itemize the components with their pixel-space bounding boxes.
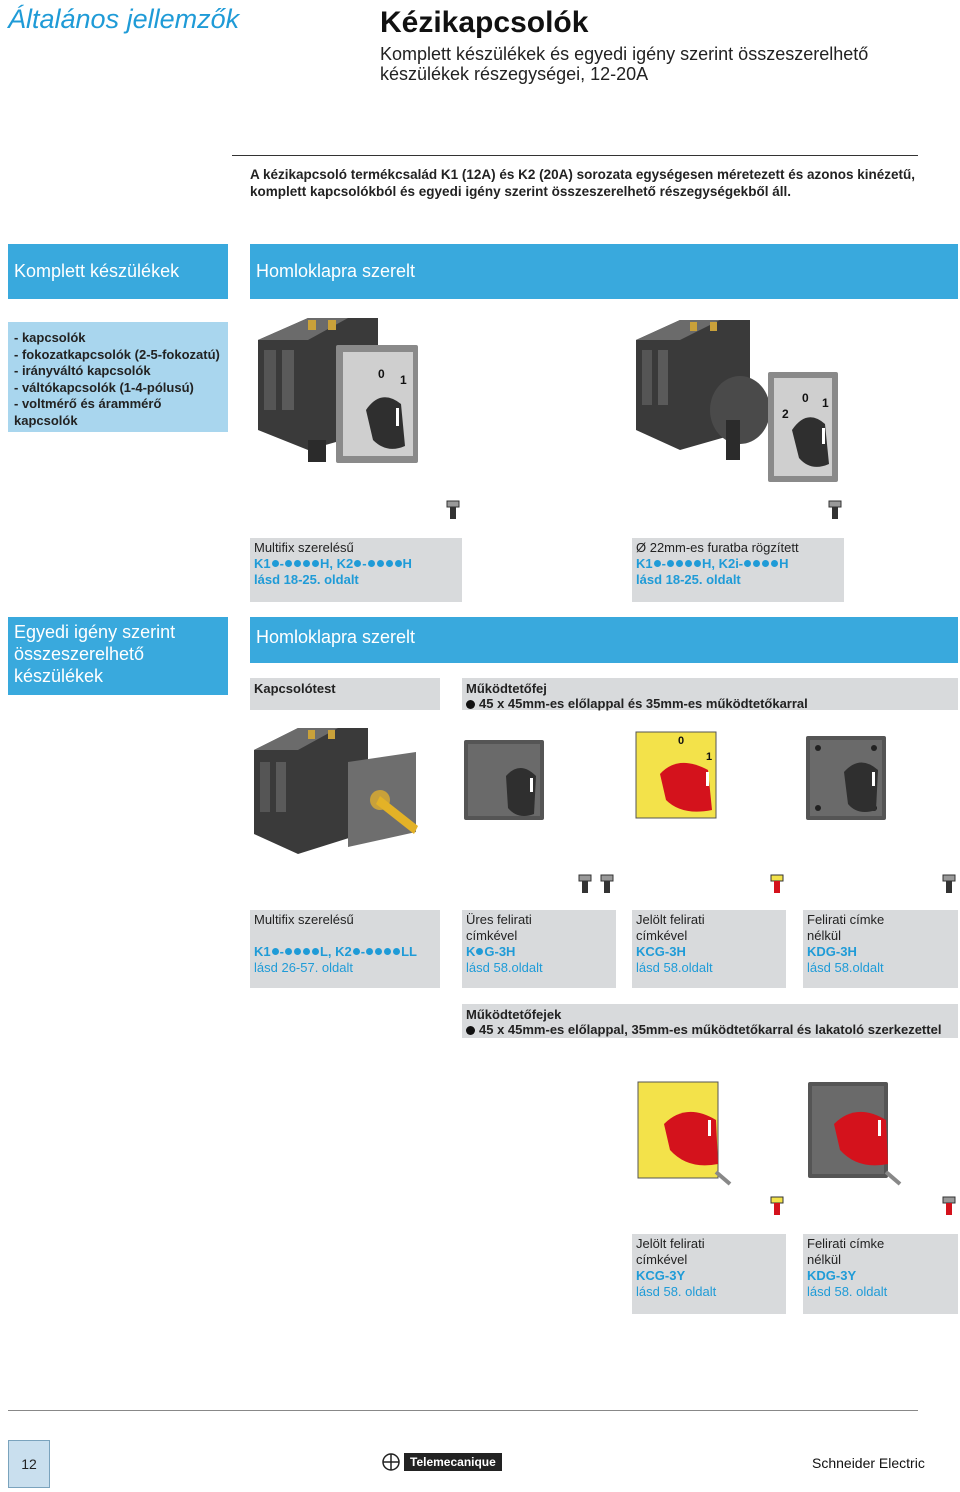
product-ref: KDG-3Y <box>807 1268 857 1283</box>
complete-heading-text: Komplett készülékek <box>14 261 180 281</box>
product-ref: KDG-3H <box>807 944 857 959</box>
dial-0-label: 0 <box>802 391 809 405</box>
list-item: - fokozatkapcsolók (2-5-fokozatú) <box>14 346 220 362</box>
list-item: - váltókapcsolók (1-4-pólusú) <box>14 379 194 395</box>
operator-bar-title: Működtetőfej <box>466 681 547 696</box>
list-item: - irányváltó kapcsolók <box>14 363 151 378</box>
dial-1-label: 1 <box>706 751 712 763</box>
custom-heading: Egyedi igény szerint összeszerelhető kés… <box>8 617 228 695</box>
product-label: címkével <box>636 1252 688 1267</box>
lockable-bar-line: 45 x 45mm-es előlappal, 35mm-es működtet… <box>466 1022 954 1037</box>
lockable-bar-title: Működtetőfejek <box>466 1007 562 1022</box>
brand-logo: Telemecanique <box>404 1453 502 1471</box>
dial-0-label: 0 <box>678 735 684 747</box>
product-label: Multifix szerelésű <box>254 912 354 927</box>
footer-rule <box>8 1410 918 1411</box>
product-label: nélkül <box>807 1252 841 1267</box>
list-item: - kapcsolók <box>14 330 86 345</box>
see-page-link[interactable]: lásd 58.oldalt <box>807 960 884 975</box>
dial-1-label: 1 <box>822 396 829 410</box>
product-label: Üres felirati <box>466 912 532 927</box>
gray-label-symbol-icon <box>942 1196 956 1215</box>
product-label: Jelölt felirati <box>636 1236 705 1251</box>
operator-bar: Működtetőfej 45 x 45mm-es előlappal és 3… <box>462 678 958 711</box>
body-info-box: Multifix szerelésű K1-L, K2-LL lásd 26-5… <box>250 910 440 988</box>
yellow-label-symbol-icon <box>770 874 784 893</box>
product-label: nélkül <box>807 928 841 943</box>
body-bar-text: Kapcsolótest <box>254 681 336 696</box>
product-info-22mm: Ø 22mm-es furatba rögzített K1-H, K2i-H … <box>632 538 844 602</box>
see-page-link[interactable]: lásd 58.oldalt <box>466 960 543 975</box>
section-title: Általános jellemzők <box>8 4 240 34</box>
lockable-bar: Működtetőfejek 45 x 45mm-es előlappal, 3… <box>462 1004 958 1038</box>
product-ref: KCG-3H <box>636 944 686 959</box>
product-ref: K1-H, K2-H <box>254 556 412 571</box>
page-number: 12 <box>8 1440 50 1488</box>
see-page-link[interactable]: lásd 58. oldalt <box>807 1284 888 1299</box>
product-ref: K1-L, K2-LL <box>254 944 417 959</box>
telemecanique-logo-icon <box>382 1453 400 1471</box>
switch-body-image <box>254 728 418 854</box>
list-item: - voltmérő és árammérő <box>14 396 162 411</box>
lockable-head-nolabel-image <box>808 1082 902 1186</box>
operator-bar-line: 45 x 45mm-es előlappal és 35mm-es működt… <box>466 696 954 711</box>
product-label: Ø 22mm-es furatba rögzített <box>636 540 799 555</box>
gray-label-symbol-icon <box>828 500 842 519</box>
header-rule <box>232 155 918 156</box>
gray-label-symbol-icon <box>578 874 592 893</box>
see-page-link[interactable]: lásd 18-25. oldalt <box>636 572 741 587</box>
page-subtitle: Komplett készülékek és egyedi igény szer… <box>380 44 869 84</box>
intro-text: A kézikapcsoló termékcsalád K1 (12A) és … <box>250 167 916 199</box>
gray-label-symbol-icon <box>600 874 614 893</box>
product-label: címkével <box>636 928 688 943</box>
complete-list: - kapcsolók - fokozatkapcsolók (2-5-foko… <box>8 322 228 432</box>
dial-0-label: 0 <box>378 367 385 381</box>
switch-multifix-image: 0 1 <box>258 318 418 463</box>
product-label: Multifix szerelésű <box>254 540 354 555</box>
see-page-link[interactable]: lásd 26-57. oldalt <box>254 960 354 975</box>
operator-head-blank-image <box>464 740 544 820</box>
custom-subheading-text: Homloklapra szerelt <box>256 627 416 647</box>
operator-head-nolabel-image <box>806 736 886 820</box>
lockable-head-yellow-image <box>637 1081 732 1186</box>
gray-label-symbol-icon <box>446 500 460 519</box>
see-page-link[interactable]: lásd 58. oldalt <box>636 1284 717 1299</box>
switch-22mm-image: 0 1 2 <box>636 320 838 482</box>
product-label: címkével <box>466 928 518 943</box>
product-ref: K1-H, K2i-H <box>636 556 789 571</box>
body-bar: Kapcsolótest <box>250 678 440 710</box>
yellow-label-symbol-icon <box>770 1196 784 1215</box>
product-label: Felirati címke <box>807 1236 885 1251</box>
complete-subheading: Homloklapra szerelt <box>250 244 958 299</box>
gray-label-symbol-icon <box>942 874 956 893</box>
custom-heading-text: Egyedi igény szerint összeszerelhető kés… <box>14 622 176 686</box>
operator-info-box-2: Jelölt felirati címkével KCG-3H lásd 58.… <box>632 910 786 988</box>
lockable-info-box-2: Felirati címke nélkül KDG-3Y lásd 58. ol… <box>803 1234 958 1314</box>
operator-info-box-3: Felirati címke nélkül KDG-3H lásd 58.old… <box>803 910 958 988</box>
complete-subheading-text: Homloklapra szerelt <box>256 261 416 281</box>
list-item: kapcsolók <box>14 412 78 428</box>
product-label: Jelölt felirati <box>636 912 705 927</box>
dial-2-label: 2 <box>782 407 789 421</box>
product-label: Felirati címke <box>807 912 885 927</box>
see-page-link[interactable]: lásd 18-25. oldalt <box>254 572 359 587</box>
operator-head-yellow-image: 0 1 <box>635 731 717 819</box>
lockable-info-box-1: Jelölt felirati címkével KCG-3Y lásd 58.… <box>632 1234 786 1314</box>
page-title: Kézikapcsolók <box>380 6 589 39</box>
company-name: Schneider Electric <box>812 1455 925 1471</box>
see-page-link[interactable]: lásd 58.oldalt <box>636 960 713 975</box>
product-info-multifix: Multifix szerelésű K1-H, K2-H lásd 18-25… <box>250 538 462 602</box>
product-ref: KCG-3Y <box>636 1268 686 1283</box>
complete-heading: Komplett készülékek <box>8 244 228 299</box>
dial-1-label: 1 <box>400 373 407 387</box>
custom-subheading: Homloklapra szerelt <box>250 617 958 663</box>
